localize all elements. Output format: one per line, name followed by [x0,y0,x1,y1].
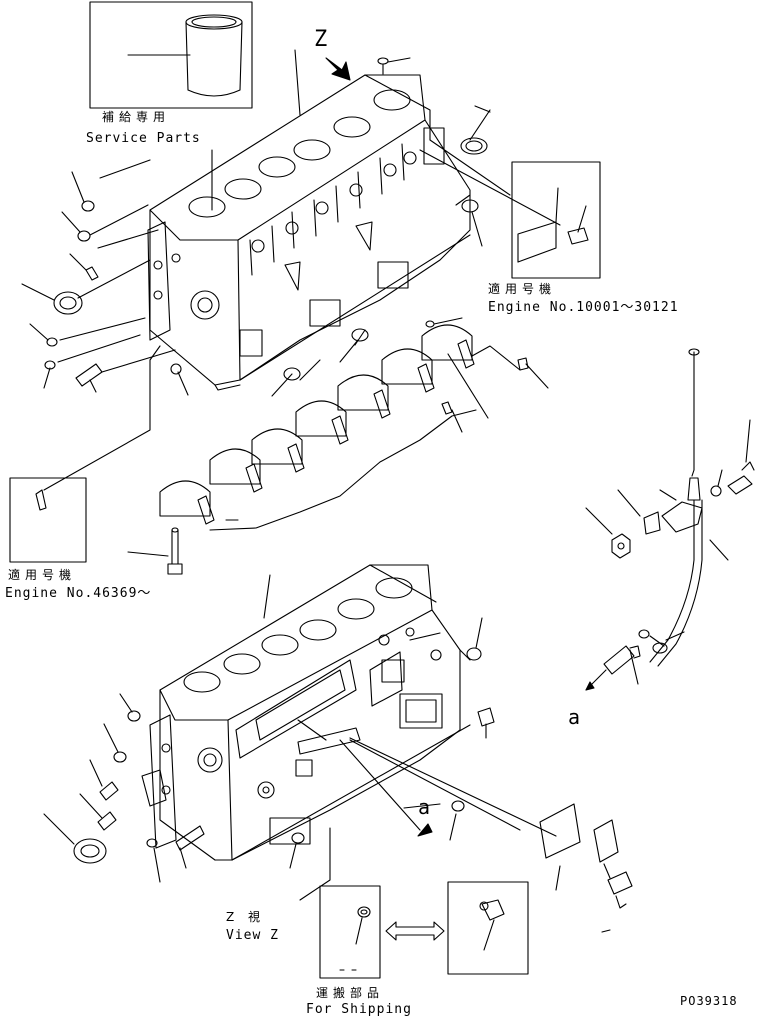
dipstick-assembly [585,348,755,691]
pin-inset-box [9,345,161,563]
lower-loose-parts [43,617,633,933]
engine-no-range-label-1: Engine No.10001～30121 [488,300,679,315]
applicable-jp-label-1: 適用号機 [488,282,557,296]
shipping-plug-box [319,885,381,979]
cylinder-liner-part [127,14,243,97]
service-parts-box [89,1,253,211]
reference-a-label-2: a [418,795,432,819]
upper-loose-parts [21,57,491,397]
main-bearing-bolt [127,527,183,575]
side-cover-plate [539,803,619,879]
service-parts-en-label: Service Parts [86,131,201,146]
dipstick-bolt [727,419,755,495]
view-z-jp-label: Z 視 [226,910,266,924]
view-z-letter: Z [314,27,329,52]
drawing-number: PO39318 [680,994,738,1008]
oil-pressure-switch [603,645,641,685]
dipstick-nut [611,533,631,559]
side-cover-bolt [607,871,633,909]
for-shipping-en-label: For Shipping [306,1002,412,1017]
crank-bushing [21,283,83,315]
engine-no-range-label-2: Engine No.46369～ [5,586,152,601]
for-shipping-jp-label: 運搬部品 [316,986,385,1000]
swap-arrow [385,921,445,941]
service-parts-jp-label: 補給専用 [102,110,171,124]
view-z-arrow [325,57,351,81]
main-bearing-caps [159,317,549,531]
shipping-bolt-box [447,881,529,975]
lower-crank-bushing [43,813,107,864]
applicable-jp-label-2: 適用号機 [8,568,77,582]
dowel-pin [75,363,103,393]
gasket-inset-box-1 [511,161,601,279]
view-z-en-label: View Z [226,928,279,943]
lower-cylinder-block [141,564,557,901]
reference-a-label-1: a [568,705,582,729]
upper-cylinder-block [57,49,561,391]
